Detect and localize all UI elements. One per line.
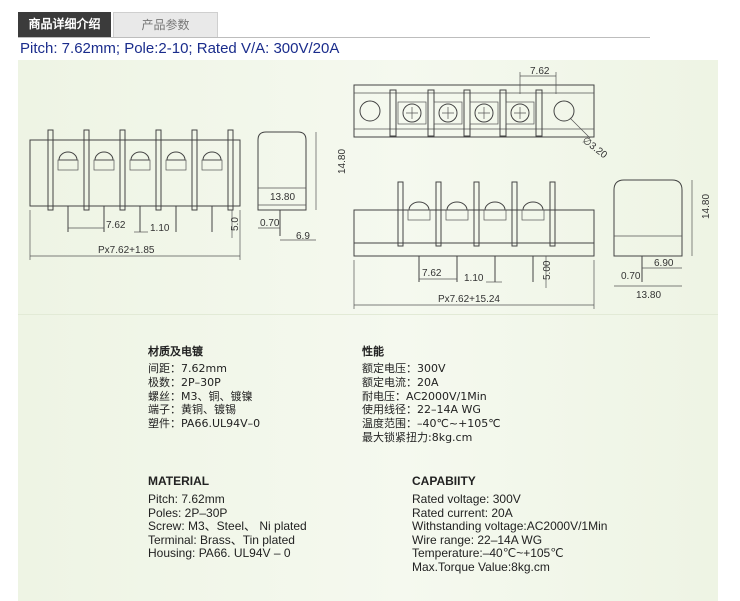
performance-title-cn: 性能 <box>362 345 384 358</box>
material-en-line: Housing: PA66. UL94V – 0 <box>148 546 291 561</box>
dim-side-right-height: 14.80 <box>701 194 712 219</box>
performance-list-cn: 额定电压：300V 额定电流：20A 耐电压：AC2000V/1Min 使用线径… <box>362 362 501 445</box>
performance-cn-line: 额定电压：300V <box>362 362 446 375</box>
material-title-cn: 材质及电镀 <box>148 345 203 358</box>
capability-en-line: Rated voltage: 300V <box>412 492 521 506</box>
capability-en-line: Max.Torque Value:8kg.cm <box>412 559 550 574</box>
capability-en-line: Wire range: 22–14A WG <box>412 532 543 547</box>
dim-side-left-b: 6.9 <box>296 231 310 242</box>
technical-drawings: 7.62 1.10 5.0 Px7.62+1.85 13.80 14.80 0.… <box>29 66 712 309</box>
dim-side-left-depth: 13.80 <box>270 192 295 203</box>
capability-en-line: Temperature:–40℃~+105℃ <box>412 546 564 561</box>
dim-side-right-a: 0.70 <box>621 271 641 282</box>
tab-product-parameters[interactable]: 产品参数 <box>113 12 218 37</box>
tab-bar: 商品详细介绍 产品参数 <box>18 12 218 37</box>
top-view: 7.62 ∅3.20 <box>353 66 609 161</box>
dim-hole-diameter: ∅3.20 <box>580 135 609 161</box>
material-en-line: Pitch: 7.62mm <box>148 492 225 506</box>
dim-side-left-height: 14.80 <box>337 149 348 174</box>
material-list-cn: 间距：7.62mm 极数：2P–30P 螺丝：M3、铜、镀镍 端子：黄铜、镀锡 … <box>148 362 260 431</box>
dim-right-pin: 5.00 <box>542 260 553 280</box>
material-cn-line: 间距：7.62mm <box>148 362 227 375</box>
dim-side-right-b: 6.90 <box>654 258 674 269</box>
material-title-en: MATERIAL <box>148 474 210 488</box>
material-cn-line: 端子：黄铜、镀锡 <box>148 403 236 417</box>
capability-list-en: Rated voltage: 300V Rated current: 20A W… <box>412 492 608 575</box>
dim-right-pitch: 7.62 <box>422 268 442 279</box>
front-view-right: 7.62 1.10 5.00 Px7.62+15.24 <box>353 181 595 309</box>
side-view-right: 14.80 0.70 6.90 13.80 <box>613 179 712 301</box>
section-divider <box>18 314 718 315</box>
performance-cn-line: 额定电流：20A <box>362 375 439 389</box>
material-cn-line: 螺丝：M3、铜、镀镍 <box>148 389 253 403</box>
material-cn-line: 极数：2P–30P <box>148 375 221 389</box>
dim-right-gap: 1.10 <box>464 273 484 284</box>
dim-left-pin: 5.0 <box>230 217 241 231</box>
performance-cn-line: 最大锁紧扭力:8kg.cm <box>362 430 473 444</box>
dim-top-pitch: 7.62 <box>530 66 550 77</box>
material-en-line: Screw: M3、Steel、 Ni plated <box>148 519 307 534</box>
material-en-line: Poles: 2P–30P <box>148 505 228 520</box>
performance-cn-line: 温度范围：–40℃~+105℃ <box>362 417 501 431</box>
front-view-left: 7.62 1.10 5.0 Px7.62+1.85 <box>29 129 241 260</box>
material-cn-line: 塑件：PA66.UL94V–0 <box>148 417 261 431</box>
dim-side-right-depth: 13.80 <box>636 290 661 301</box>
capability-en-line: Withstanding voltage:AC2000V/1Min <box>412 519 608 534</box>
material-en-line: Terminal: Brass、Tin plated <box>148 532 295 547</box>
performance-cn-line: 使用线径：22–14A WG <box>362 403 481 417</box>
dim-left-width: Px7.62+1.85 <box>98 245 155 256</box>
dim-side-left-a: 0.70 <box>260 218 280 229</box>
spec-headline: Pitch: 7.62mm; Pole:2-10; Rated V/A: 300… <box>20 40 340 57</box>
capability-en-line: Rated current: 20A <box>412 505 513 520</box>
capability-title-en: CAPABIITY <box>412 474 476 488</box>
material-list-en: Pitch: 7.62mm Poles: 2P–30P Screw: M3、St… <box>148 492 307 561</box>
dim-left-pitch: 7.62 <box>106 220 126 231</box>
side-view-left: 13.80 14.80 0.70 6.9 <box>257 131 348 242</box>
tab-product-details[interactable]: 商品详细介绍 <box>18 12 111 37</box>
performance-cn-line: 耐电压：AC2000V/1Min <box>362 389 487 403</box>
dim-right-width: Px7.62+15.24 <box>438 294 500 305</box>
tab-underline <box>18 37 650 38</box>
dim-left-gap: 1.10 <box>150 223 170 234</box>
content-panel <box>18 60 718 601</box>
